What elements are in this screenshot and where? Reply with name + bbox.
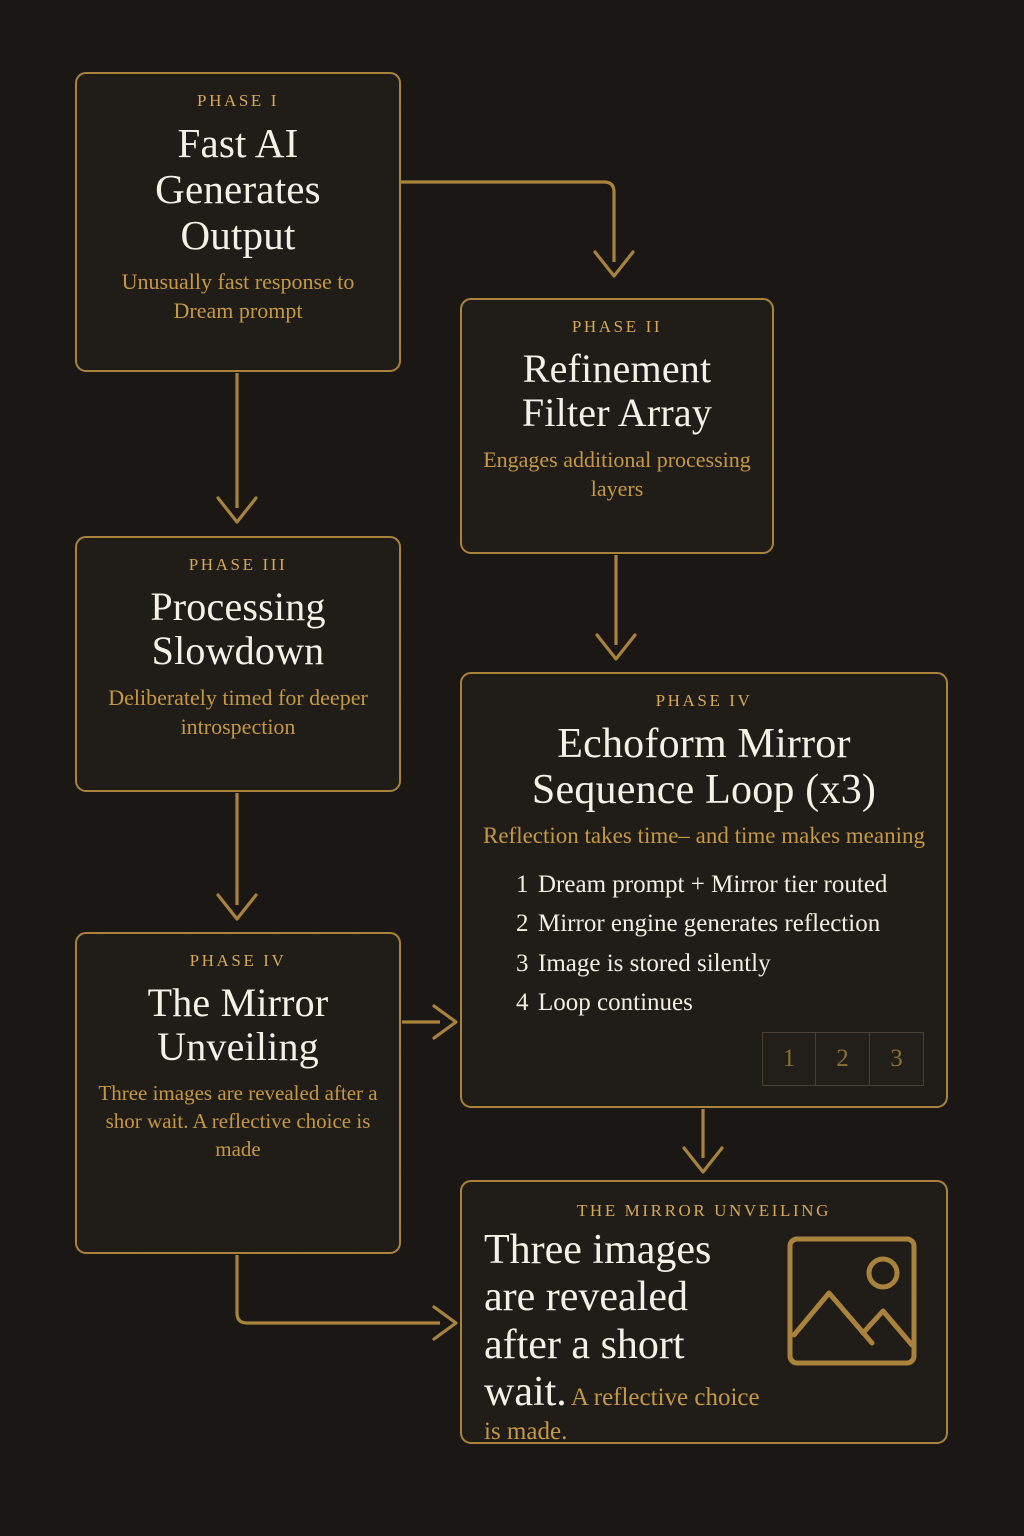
phase-label: PHASE IV	[189, 951, 287, 970]
thumbnail-slot-row: 1 2 3	[762, 1032, 924, 1086]
list-item: 4 Loop continues	[516, 983, 926, 1023]
connector-phase1-to-phase3-arrowhead	[216, 496, 258, 524]
connector-unveil-to-loop-arrowhead	[432, 1004, 458, 1040]
phase-label: THE MIRROR UNVEILING	[576, 1201, 832, 1220]
list-item: 2 Mirror engine generates reflection	[516, 904, 926, 944]
phase-label: PHASE III	[188, 555, 288, 574]
node-subtitle: Three images are revealed after a shor w…	[98, 1081, 378, 1161]
node-subtitle: Unusually fast response to Dream prompt	[121, 269, 355, 323]
step-text: Loop continues	[538, 989, 693, 1017]
thumbnail-slot-3[interactable]: 3	[870, 1032, 924, 1086]
node-title: Processing Slowdown	[150, 583, 326, 674]
step-text: Image is stored silently	[538, 949, 771, 977]
thumbnail-slot-1[interactable]: 1	[762, 1032, 816, 1086]
connector-phase1-to-phase2	[401, 180, 616, 262]
final-headline: Three images are revealed after a short …	[484, 1226, 712, 1416]
phase-label: PHASE II	[571, 317, 663, 336]
phase-label: PHASE I	[197, 91, 279, 110]
node-phase-3[interactable]: PHASE III Processing Slowdown Deliberate…	[75, 536, 401, 792]
step-text: Mirror engine generates reflection	[538, 910, 881, 938]
node-subtitle: Engages additional processing layers	[483, 447, 751, 501]
step-number: 3	[516, 949, 529, 977]
connector-unveil-to-final-arrowhead	[432, 1305, 458, 1341]
node-title: Fast AI Generates Output	[155, 119, 321, 258]
final-tail-text: A reflective choice is made.	[484, 1384, 760, 1445]
connector-unveil-to-final	[235, 1255, 440, 1325]
node-subtitle: Reflection takes time– and time makes me…	[483, 823, 925, 849]
loop-step-list: 1 Dream prompt + Mirror tier routed 2 Mirr…	[482, 865, 926, 1023]
list-item: 3 Image is stored silently	[516, 944, 926, 984]
thumbnail-slot-2[interactable]: 2	[816, 1032, 870, 1086]
connector-phase1-to-phase2-arrowhead	[593, 250, 635, 278]
image-placeholder-icon	[786, 1235, 918, 1372]
step-number: 1	[516, 870, 529, 898]
step-number: 4	[516, 989, 529, 1017]
node-phase-4-mirror-unveiling[interactable]: PHASE IV The Mirror Unveiling Three imag…	[75, 932, 401, 1254]
node-title: Refinement Filter Array	[521, 345, 713, 436]
step-number: 2	[516, 910, 529, 938]
node-final-mirror-unveiling[interactable]: THE MIRROR UNVEILING Three images are re…	[460, 1180, 948, 1445]
node-phase-4-echoform-loop[interactable]: PHASE IV Echoform Mirror Sequence Loop (…	[460, 672, 948, 1108]
node-phase-1[interactable]: PHASE I Fast AI Generates Output Unusual…	[75, 72, 401, 372]
node-title: Echoform Mirror Sequence Loop (x3)	[531, 720, 877, 813]
node-subtitle: Deliberately timed for deeper introspect…	[108, 685, 368, 739]
phase-label: PHASE IV	[655, 691, 753, 710]
connector-phase2-to-loop-arrowhead	[595, 633, 637, 661]
step-text: Dream prompt + Mirror tier routed	[538, 870, 888, 898]
list-item: 1 Dream prompt + Mirror tier routed	[516, 865, 926, 905]
connector-phase3-to-unveil-arrowhead	[216, 893, 258, 921]
connector-loop-to-final-arrowhead	[682, 1146, 724, 1174]
node-phase-2[interactable]: PHASE II Refinement Filter Array Engages…	[460, 298, 774, 554]
node-title: The Mirror Unveiling	[147, 979, 329, 1070]
